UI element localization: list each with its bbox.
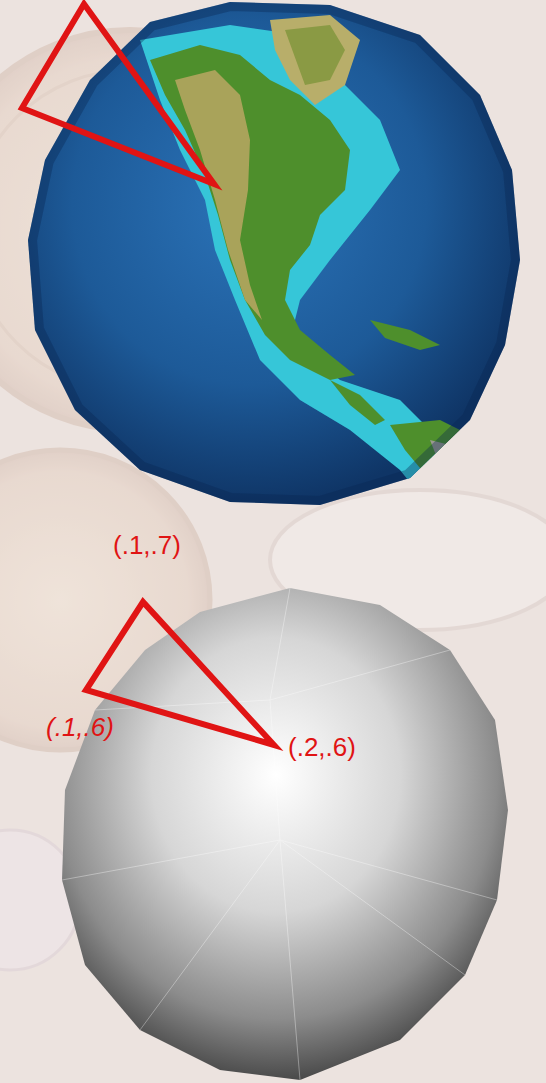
shaded-sphere xyxy=(62,588,508,1080)
earth-sphere xyxy=(28,2,520,520)
coordinate-label: (.1,.6) xyxy=(46,712,114,742)
texture-triangle xyxy=(22,4,274,745)
coordinate-label: (.1,.7) xyxy=(113,530,181,560)
coordinate-label: (.2,.6) xyxy=(288,732,356,762)
